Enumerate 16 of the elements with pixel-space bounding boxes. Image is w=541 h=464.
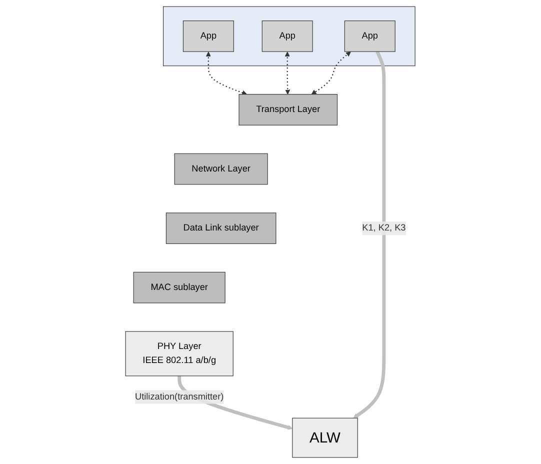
arrow [353, 50, 386, 418]
node-box: App [262, 20, 314, 52]
cluster [163, 6, 416, 66]
arrow [206, 52, 248, 96]
edge-label: Utilization(transmitter) [135, 392, 224, 402]
node-box: Network Layer [174, 153, 268, 185]
arrow [312, 52, 352, 95]
node-box: PHY Layer IEEE 802.11 a/b/g [125, 331, 234, 376]
node-box: App [183, 20, 234, 52]
node-box: MAC sublayer [134, 272, 226, 304]
node-box: Transport Layer [238, 94, 338, 126]
edge-label: K1, K2, K3 [362, 223, 406, 233]
arrow [285, 52, 290, 95]
node-box: App [344, 20, 396, 52]
node-box: Data Link sublayer [166, 212, 276, 244]
node-box: ALW [292, 418, 358, 458]
